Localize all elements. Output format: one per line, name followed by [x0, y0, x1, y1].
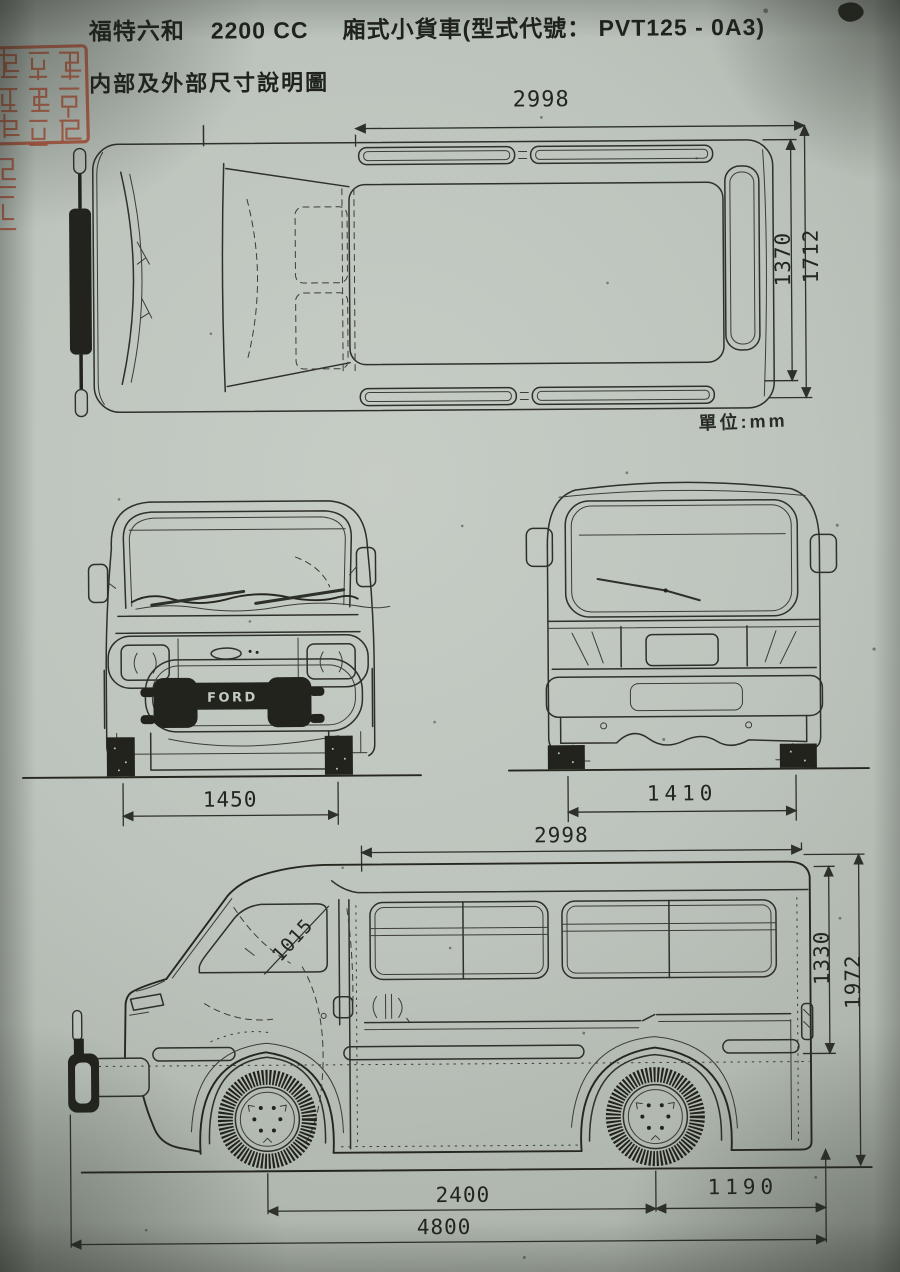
dim-label-body-side-height: 1330	[809, 930, 834, 986]
top-view-drawing	[69, 120, 813, 418]
dim-label-rear-overhang: 1190	[707, 1174, 779, 1200]
ford-badge-text: FORD	[207, 690, 258, 705]
wheel	[217, 1069, 317, 1169]
dim-label-top-inner-width: 1370	[770, 231, 796, 287]
dim-label-overall-length: 4800	[416, 1214, 472, 1240]
front-view-drawing: FORD	[22, 500, 422, 827]
dim-label-rear-track: 1410	[646, 781, 718, 806]
dim-label-overall-height: 1972	[840, 954, 866, 1010]
dim-label-top-cargo-length: 2998	[512, 87, 570, 113]
scan-noise	[117, 8, 876, 1259]
unit-note: 單位:mm	[698, 410, 788, 434]
side-view-drawing	[67, 842, 873, 1250]
dim-label-front-track: 1450	[202, 787, 258, 812]
rear-view-drawing	[507, 481, 870, 823]
dim-label-top-overall-width: 1712	[798, 228, 824, 284]
company-seal-stamp	[0, 44, 90, 231]
ford-grille-guard: FORD	[140, 677, 325, 729]
dim-label-wheelbase: 2400	[435, 1182, 491, 1208]
ink-blot	[838, 2, 864, 22]
dim-label-side-cargo-length: 2998	[534, 823, 589, 848]
